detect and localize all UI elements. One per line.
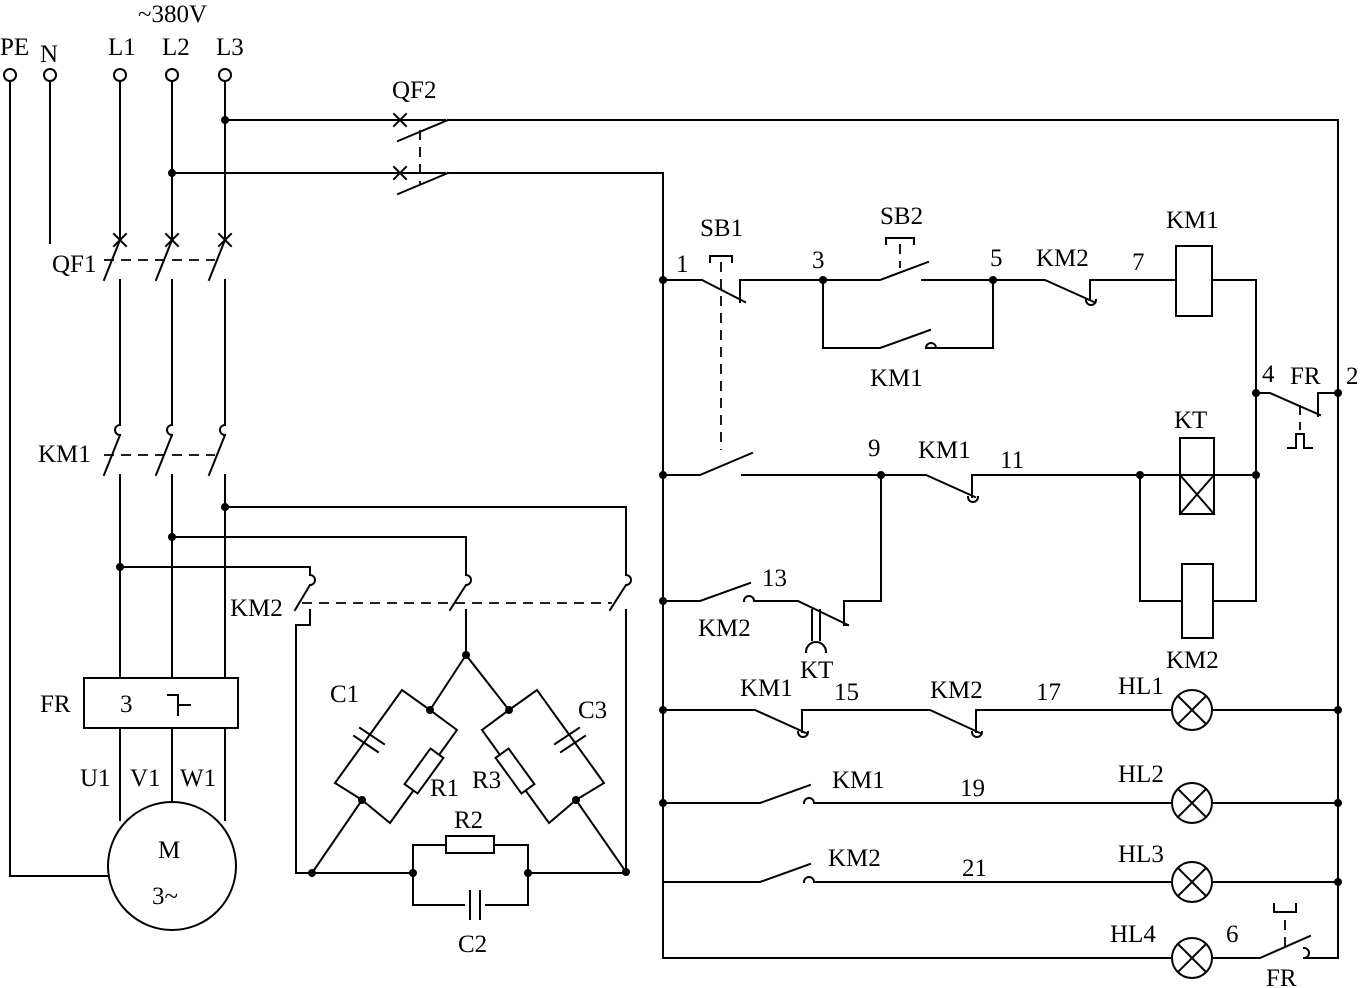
node-6-label: 6	[1226, 921, 1239, 948]
fr-thermal-relay: FR 3	[40, 677, 239, 729]
km2-power-label: KM2	[230, 595, 283, 622]
u1-label: U1	[80, 765, 111, 792]
braking-network: C1 R1 C3 R3 R2 C2	[295, 624, 630, 958]
rung-hl1: KM1 15 KM2 17 HL1	[659, 673, 1342, 738]
node-21-label: 21	[962, 855, 987, 882]
node-2-label: 2	[1346, 363, 1359, 390]
node-7-label: 7	[1132, 249, 1145, 276]
node-4-label: 4	[1262, 361, 1275, 388]
rung-hl4: HL4 6 FR	[1110, 903, 1339, 988]
rung-km1: 1 SB1 3 SB2 KM1 5 KM2 7 KM1	[659, 203, 1257, 602]
motor-phase-label: 3~	[152, 883, 178, 910]
km1-coil-label: KM1	[1166, 207, 1219, 234]
node-19-label: 19	[960, 775, 985, 802]
rung-kt: 9 KM1 11 KT KM2	[659, 407, 1260, 674]
r1-label: R1	[430, 775, 459, 802]
hl4-label: HL4	[1110, 921, 1156, 948]
node-9-label: 9	[868, 435, 881, 462]
c1-label: C1	[330, 681, 359, 708]
kt-contact-label: KT	[800, 657, 833, 684]
l1-terminal	[113, 68, 127, 82]
r2-label: R2	[454, 807, 483, 834]
supply-terminals: ~380V PE N L1 L2 L3	[0, 1, 244, 82]
motor-leads	[119, 727, 226, 821]
sb2-label: SB2	[880, 203, 923, 230]
km2-tap-wires	[119, 506, 627, 576]
node-15-label: 15	[834, 679, 859, 706]
fr-power-label: FR	[40, 691, 71, 718]
hl3-label: HL3	[1118, 841, 1164, 868]
fr-contact-label: FR	[1290, 363, 1321, 390]
qf2-breaker: QF2	[168, 77, 450, 196]
km2-hl3-label: KM2	[828, 845, 881, 872]
rung-hl3: KM2 21 HL3	[662, 841, 1342, 903]
c2-label: C2	[458, 931, 487, 958]
km1-hold-label: KM1	[870, 365, 923, 392]
km2-coil-label: KM2	[1166, 647, 1219, 674]
km1-power-label: KM1	[38, 441, 91, 468]
kt-coil-label: KT	[1174, 407, 1207, 434]
pe-label: PE	[0, 34, 29, 61]
rung-km2: 13 KM2 KT	[659, 474, 882, 684]
node-11-label: 11	[1000, 447, 1024, 474]
rung-hl2: KM1 19 HL2	[659, 761, 1342, 824]
hl1-label: HL1	[1118, 673, 1164, 700]
l2-label: L2	[162, 34, 190, 61]
node-13-label: 13	[762, 565, 787, 592]
fr-control-contact: 4 FR 2	[1252, 361, 1359, 449]
w1-label: W1	[180, 765, 216, 792]
hl2-label: HL2	[1118, 761, 1164, 788]
right-rail	[447, 119, 1339, 959]
qf2-label: QF2	[392, 77, 436, 104]
motor: M 3~	[107, 801, 237, 931]
node-17-label: 17	[1036, 679, 1061, 706]
node-5-label: 5	[990, 245, 1003, 272]
v1-label: V1	[130, 765, 161, 792]
pe-wire	[9, 80, 109, 877]
l2-terminal	[165, 68, 179, 82]
left-rail	[447, 172, 1174, 959]
sb1-label: SB1	[700, 215, 743, 242]
l3-terminal	[218, 68, 232, 82]
km2-no-label: KM2	[698, 615, 751, 642]
node-3-label: 3	[812, 247, 825, 274]
qf1-breaker: QF1	[52, 232, 233, 426]
c3-label: C3	[578, 697, 607, 724]
motor-label: M	[158, 837, 180, 864]
l3-label: L3	[216, 34, 244, 61]
km2-interlock-label: KM2	[1036, 245, 1089, 272]
km1-nc-label: KM1	[918, 437, 971, 464]
km2-braking-contacts: KM2	[230, 573, 633, 653]
pe-terminal	[3, 68, 17, 82]
n-terminal	[43, 68, 57, 82]
km1-hl2-label: KM1	[832, 767, 885, 794]
n-label: N	[40, 41, 58, 68]
l1-label: L1	[108, 34, 136, 61]
km1-hl1-label: KM1	[740, 675, 793, 702]
supply-voltage-label: ~380V	[138, 1, 207, 28]
node-1-label: 1	[676, 251, 689, 278]
r3-label: R3	[472, 767, 501, 794]
fr-hl4-label: FR	[1266, 965, 1297, 988]
km1-main-contacts: KM1	[38, 423, 227, 679]
qf1-label: QF1	[52, 251, 96, 278]
fr-poles-label: 3	[120, 691, 133, 718]
km2-hl1-label: KM2	[930, 677, 983, 704]
